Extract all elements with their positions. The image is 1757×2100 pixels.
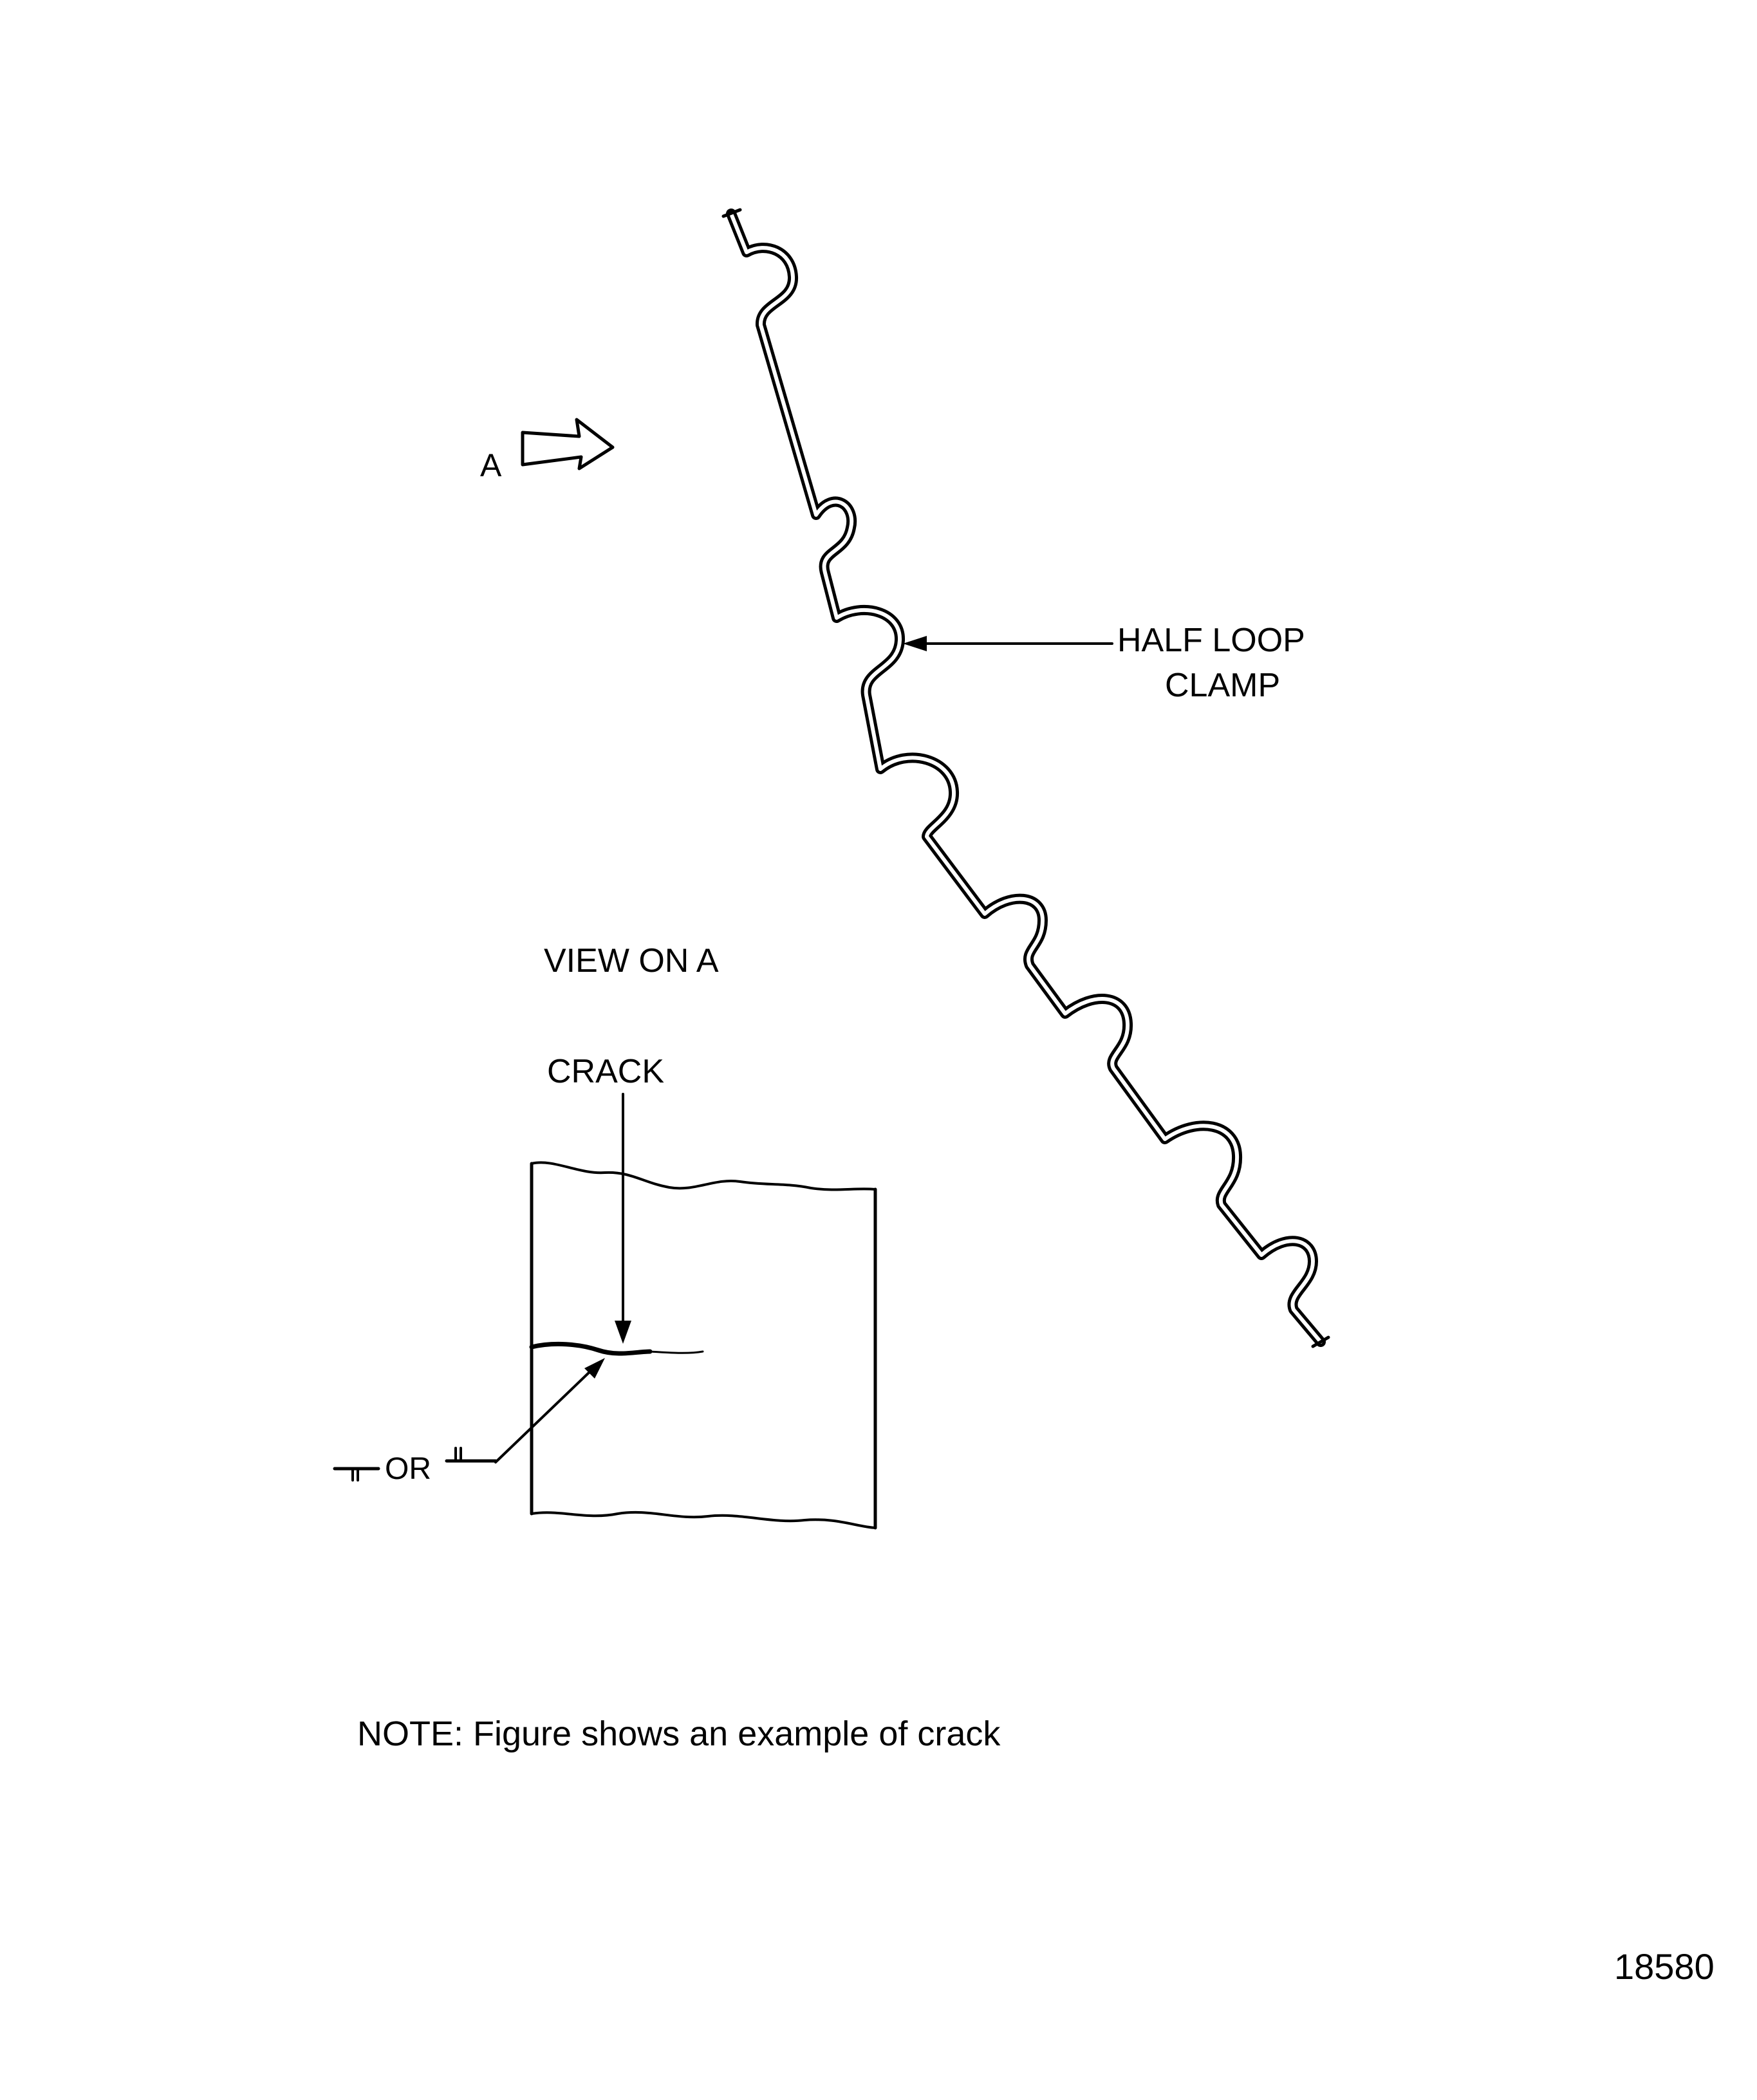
- crack-callout: CRACK: [547, 1053, 664, 1344]
- half-loop-clamp-strip: [721, 208, 1330, 1348]
- crack-label: CRACK: [547, 1053, 664, 1090]
- half-loop-label-line2: CLAMP: [1165, 667, 1280, 704]
- crack-symbol-callout: OR: [333, 1358, 605, 1486]
- half-loop-label-line1: HALF LOOP: [1117, 622, 1305, 659]
- leader-arrowhead-icon: [903, 636, 927, 651]
- crack-arrowhead-icon: [615, 1321, 631, 1344]
- view-a-marker: A: [480, 418, 615, 483]
- figure-note: NOTE: Figure shows an example of crack: [357, 1714, 1001, 1753]
- figure-number: 18580: [1614, 1946, 1715, 1987]
- view-direction-arrow-icon: [521, 418, 615, 470]
- crack-detail-view: [529, 1161, 877, 1530]
- symbol-or-text: OR: [385, 1452, 431, 1486]
- symbol-arrowhead-icon: [584, 1358, 605, 1379]
- symbol-t-icon: [333, 1467, 380, 1482]
- view-on-a-title: VIEW ON A: [544, 942, 719, 980]
- half-loop-clamp-callout: HALF LOOP CLAMP: [903, 622, 1305, 704]
- crack-line: [529, 1341, 653, 1356]
- symbol-inverted-t-icon: [445, 1447, 497, 1463]
- view-a-letter: A: [480, 447, 502, 483]
